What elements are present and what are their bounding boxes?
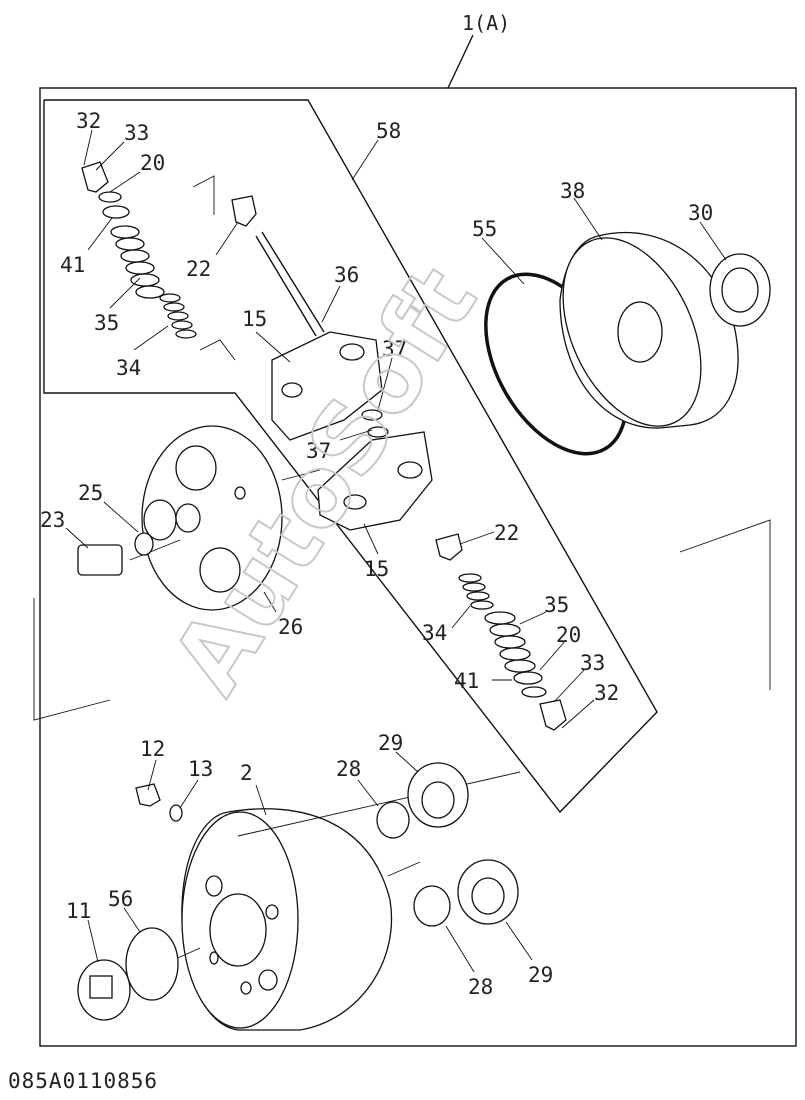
callout-label: 41 [454,669,479,693]
valve-seat-part [435,533,463,561]
callout-label: 34 [116,356,141,380]
washer-part [521,686,547,698]
callout-label: 37 [382,337,407,361]
valve-seat-part [231,195,257,227]
callout-label: 15 [242,307,267,331]
guide-line [33,598,111,721]
spring-part [110,225,165,299]
callout-label: 30 [688,201,713,225]
callout-labels: 32 33 20 41 35 34 22 58 36 15 37 55 38 3… [40,109,713,999]
callout-label: 34 [422,621,447,645]
callout-label: 35 [544,593,569,617]
callout-label: 33 [124,121,149,145]
callout-label: 15 [364,557,389,581]
callout-label: 32 [594,681,619,705]
upper-valve-stack [81,161,325,339]
washer-part [98,191,122,203]
leader-lines [65,129,727,973]
callout-label: 23 [40,508,65,532]
assembly-label: 1(A) [462,11,510,35]
callout-label: 33 [580,651,605,675]
spring-part [159,293,197,339]
callout-label: 55 [472,217,497,241]
callout-label: 2 [240,761,253,785]
o-ring-part [361,409,383,421]
o-ring-part [125,927,179,1001]
callout-label: 13 [188,757,213,781]
guide-line [199,339,236,361]
callout-label: 28 [336,757,361,781]
piston-part [413,885,451,927]
callout-label: 35 [94,311,119,335]
guide-line [679,519,771,690]
washer-part [169,804,183,822]
callout-label: 26 [278,615,303,639]
callout-label: 38 [560,179,585,203]
ring-part [134,532,154,556]
callout-label: 11 [66,899,91,923]
callout-label: 37 [306,439,331,463]
callout-label: 32 [76,109,101,133]
callout-label: 28 [468,975,493,999]
callout-label: 29 [528,963,553,987]
callout-label: 56 [108,887,133,911]
piston-part [376,801,410,839]
guide-line [192,175,215,215]
o-ring-part [367,426,389,438]
spring-part [458,573,494,610]
washer-part [102,205,130,219]
spring-part [484,611,536,673]
callout-label: 20 [140,151,165,175]
callout-label: 22 [494,521,519,545]
callout-label: 41 [60,253,85,277]
bolt-part [135,783,161,807]
valve-cap-part [81,161,109,193]
callout-label: 25 [78,481,103,505]
drawing-code: 085A0110856 [8,1069,158,1093]
callout-label: 12 [140,737,165,761]
washer-part [513,671,543,685]
lower-valve-stack [435,533,567,731]
assembly-frame [39,87,797,1047]
callout-label: 36 [334,263,359,287]
callout-label: 20 [556,623,581,647]
assembly-leader [447,34,474,89]
rod-part [261,231,325,333]
callout-label: 22 [186,257,211,281]
callout-label: 58 [376,119,401,143]
subassembly-outline [43,99,658,814]
callout-label: 29 [378,731,403,755]
plug-part [77,544,123,576]
valve-cap-part [539,699,567,731]
